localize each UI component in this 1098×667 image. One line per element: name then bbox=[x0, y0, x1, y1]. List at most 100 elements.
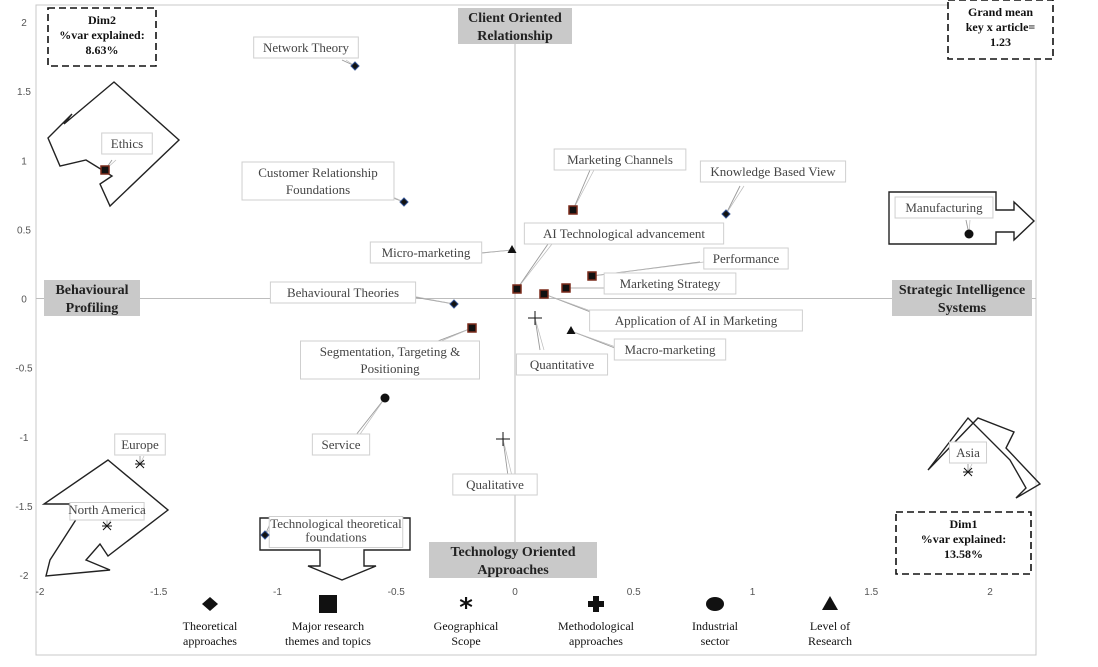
top-axis-title-background bbox=[458, 8, 572, 44]
y-tick-label: 0.5 bbox=[17, 225, 31, 236]
knowledge-based-view-label-box bbox=[699, 160, 847, 183]
leader-line bbox=[502, 438, 513, 477]
left-axis-title-background bbox=[44, 280, 140, 316]
dim1-info-box: Dim1%var explained:13.58% bbox=[895, 511, 1032, 575]
segmentation-targeting-positioning-label: Segmentation, Targeting &Positioning bbox=[320, 344, 461, 376]
asia-label: Asia bbox=[956, 445, 980, 460]
europe-label-box bbox=[114, 433, 166, 456]
customer-relationship-foundations-marker bbox=[399, 197, 409, 207]
micro-marketing-label-box bbox=[369, 241, 483, 264]
performance-label: Performance bbox=[713, 251, 780, 266]
application-of-ai-in-marketing-label-box bbox=[589, 309, 803, 332]
segmentation-targeting-positioning-marker bbox=[467, 323, 477, 333]
major-research-themes-and-topics-legend-symbol bbox=[319, 595, 337, 613]
y-tick-label: -0.5 bbox=[15, 364, 33, 375]
ai-technological-advancement-label-box bbox=[523, 222, 725, 245]
x-tick-label: 1 bbox=[750, 587, 756, 598]
macro-marketing-label-box bbox=[613, 338, 727, 361]
marketing-strategy-marker bbox=[561, 283, 571, 293]
behavioural-theories-marker bbox=[449, 299, 459, 309]
asia-arrow-shape bbox=[927, 416, 1042, 499]
leader-line bbox=[355, 397, 386, 441]
leader-line bbox=[534, 317, 545, 351]
north-america-marker bbox=[102, 521, 112, 531]
knowledge-based-view-marker bbox=[721, 209, 731, 219]
x-tick-label: 0 bbox=[512, 587, 518, 598]
network-theory-marker bbox=[350, 61, 360, 71]
leader-line bbox=[411, 295, 455, 305]
marketing-strategy-label-box bbox=[603, 272, 737, 295]
leader-line bbox=[534, 317, 541, 351]
asia-label-box bbox=[948, 441, 988, 464]
service-label-box bbox=[311, 433, 371, 456]
ethics-arrow-shape bbox=[47, 81, 181, 208]
ai-technological-advancement-label: AI Technological advancement bbox=[543, 226, 705, 241]
dim1-info-border bbox=[895, 511, 1032, 575]
grand-mean-info-border bbox=[947, 0, 1054, 60]
y-tick-label: 1.5 bbox=[17, 87, 31, 98]
right-axis-title-background bbox=[892, 280, 1032, 316]
quantitative-label: Quantitative bbox=[530, 357, 594, 372]
application-of-ai-in-marketing-label: Application of AI in Marketing bbox=[615, 313, 778, 328]
qualitative-label-box bbox=[452, 473, 538, 496]
marketing-channels-marker bbox=[568, 205, 578, 215]
quantitative-label-box bbox=[515, 353, 609, 376]
qualitative-label: Qualitative bbox=[466, 477, 524, 492]
x-tick-label: -2 bbox=[36, 587, 45, 598]
manufacturing-label-box bbox=[894, 196, 994, 219]
leader-line bbox=[725, 185, 745, 215]
marketing-strategy-label: Marketing Strategy bbox=[620, 276, 721, 291]
y-tick-label: -1 bbox=[20, 433, 29, 444]
network-theory-label: Network Theory bbox=[263, 40, 350, 55]
y-tick-label: 1 bbox=[21, 156, 27, 167]
leader-line bbox=[351, 397, 386, 441]
service-marker bbox=[380, 393, 390, 403]
technological-foundations-box-shape bbox=[259, 517, 411, 581]
north-america-label-box bbox=[69, 502, 145, 521]
macro-marketing-label: Macro-marketing bbox=[625, 342, 716, 357]
service-label: Service bbox=[322, 437, 361, 452]
leader-line bbox=[516, 243, 549, 290]
manufacturing-arrow-shape bbox=[888, 191, 1036, 245]
leader-line bbox=[502, 438, 509, 477]
micro-marketing-label: Micro-marketing bbox=[382, 245, 471, 260]
leader-line bbox=[725, 185, 741, 215]
y-tick-label: 0 bbox=[21, 295, 27, 306]
bottom-axis-title-background bbox=[429, 542, 597, 578]
dim2-info-border bbox=[47, 7, 157, 67]
quantitative-marker bbox=[528, 311, 542, 325]
y-tick-label: -1.5 bbox=[15, 502, 33, 513]
ethics-label: Ethics bbox=[111, 136, 144, 151]
x-tick-label: -0.5 bbox=[388, 587, 406, 598]
marketing-channels-label-box bbox=[553, 148, 687, 171]
dim2-info-box: Dim2%var explained:8.63% bbox=[47, 7, 157, 67]
behavioural-theories-label-box bbox=[269, 281, 417, 304]
performance-marker bbox=[587, 271, 597, 281]
micro-marketing-marker bbox=[507, 245, 517, 253]
customer-relationship-foundations-label-box bbox=[241, 161, 395, 201]
marketing-channels-label: Marketing Channels bbox=[567, 152, 673, 167]
technological-theoretical-foundations-marker bbox=[260, 530, 270, 540]
x-tick-label: 2 bbox=[987, 587, 993, 598]
dim2-info: Dim2%var explained:8.63% bbox=[59, 13, 144, 57]
asia-marker bbox=[963, 467, 973, 477]
north-america-label: North America bbox=[68, 502, 146, 517]
network-theory-label-box bbox=[253, 36, 359, 59]
segmentation-targeting-positioning-label-box bbox=[300, 340, 480, 380]
north-america-arrow-shape bbox=[41, 459, 170, 577]
